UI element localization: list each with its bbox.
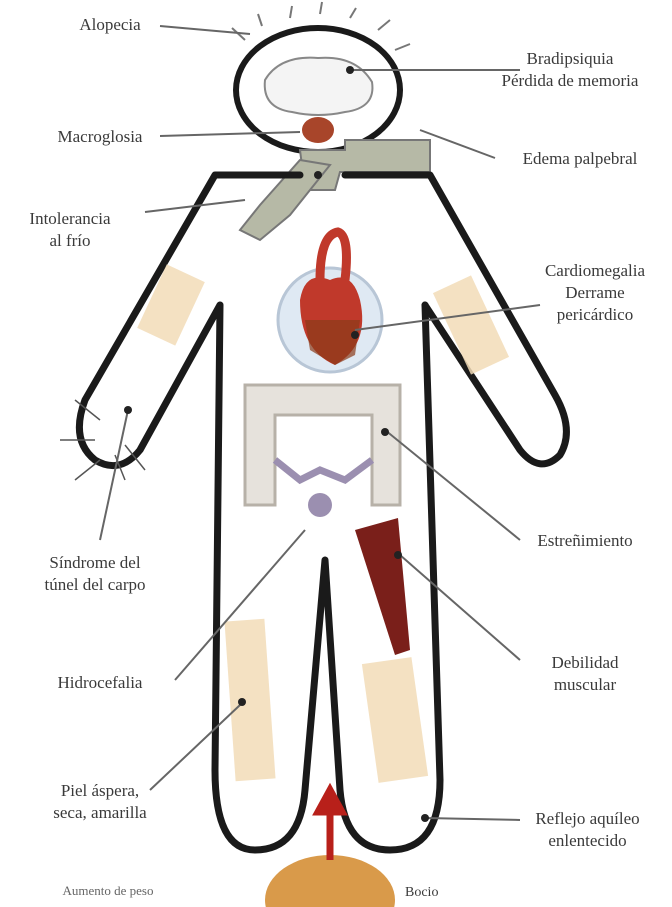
label-piel: Piel áspera, seca, amarilla <box>30 780 170 824</box>
leader-lines <box>100 26 540 820</box>
brain-icon <box>265 58 373 115</box>
label-macroglosia: Macroglosia <box>40 126 160 148</box>
label-bottom-left: Aumento de peso <box>8 880 208 902</box>
label-sindrome-tunel: Síndrome del túnel del carpo <box>20 552 170 596</box>
label-bottom-right: Bocio <box>405 882 485 904</box>
label-edema-palpebral: Edema palpebral <box>500 148 660 170</box>
colon-icon <box>245 385 400 505</box>
colon-lower <box>275 460 372 480</box>
label-cardiomegalia: Cardiomegalia Derrame pericárdico <box>520 260 670 326</box>
label-alopecia: Alopecia <box>60 14 160 36</box>
label-bradipsiquia: Bradipsiquia Pérdida de memoria <box>475 48 665 92</box>
thyroid-icon <box>265 855 395 907</box>
tongue-icon <box>302 117 334 143</box>
label-reflejo: Reflejo aquíleo enlentecido <box>505 808 670 852</box>
label-estrenimiento: Estreñimiento <box>510 530 660 552</box>
bladder <box>308 493 332 517</box>
carpal-tunnel-marks <box>60 400 145 480</box>
label-intolerancia-frio: Intolerancia al frío <box>10 208 130 252</box>
label-hidrocefalia: Hidrocefalia <box>30 672 170 694</box>
label-debilidad-muscular: Debilidad muscular <box>515 652 655 696</box>
thyroid-arrow <box>318 790 342 860</box>
thigh-muscle-icon <box>355 518 410 655</box>
